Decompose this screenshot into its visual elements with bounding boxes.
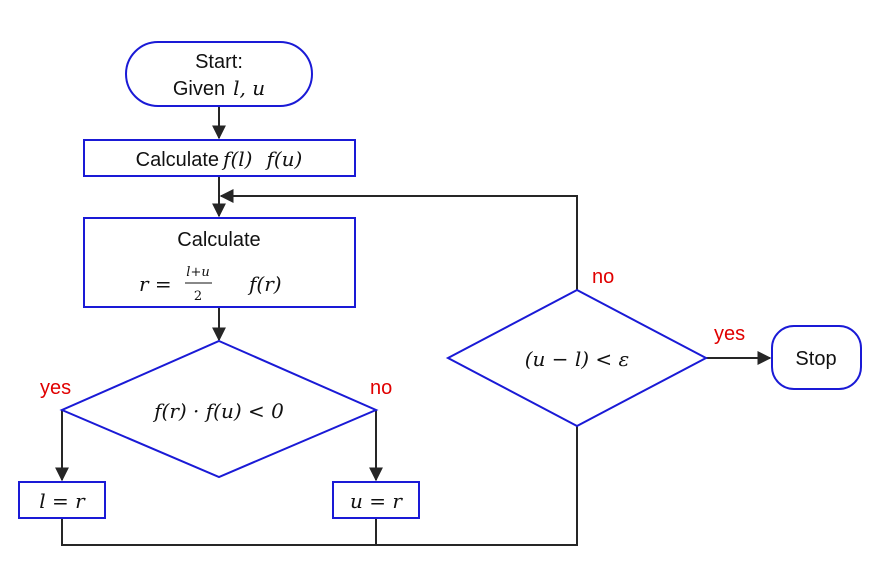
decision-tolerance-expr: (u − l) < ε: [525, 347, 630, 371]
start-given: Given l, u: [173, 76, 265, 100]
assign-l-box: l = r: [18, 481, 106, 519]
assign-u-box: u = r: [332, 481, 420, 519]
decision-tolerance-yes-label: yes: [714, 323, 745, 345]
decision-sign-yes-label: yes: [40, 377, 71, 399]
decision-sign-expr: f(r) · f(u) < 0: [152, 399, 284, 423]
line-merge-bottom: [61, 426, 578, 546]
assign-l-expr: l = r: [39, 489, 86, 513]
stop-label: Stop: [795, 348, 836, 370]
stop-terminator: Stop: [771, 325, 862, 390]
calc-f-of-u: f(u): [264, 147, 302, 171]
decision-sign-no-label: no: [370, 377, 392, 399]
arrow-loop-back: [219, 189, 578, 290]
start-given-word: Given: [173, 78, 225, 100]
calc-r-equals: r =: [139, 272, 172, 296]
calc-fl-fu-label: Calculate: [136, 149, 219, 171]
calc-r-box: Calculate r = l+u 2 f(r): [83, 217, 356, 308]
calc-r-label: Calculate: [177, 229, 260, 251]
start-terminator: Start: Given l, u: [125, 41, 313, 107]
calc-f-of-l: f(l): [221, 147, 252, 171]
calc-f-of-r: f(r): [247, 272, 282, 296]
decision-tolerance: (u − l) < ε: [445, 288, 709, 428]
start-given-vars: l, u: [233, 76, 265, 100]
start-title: Start:: [195, 51, 243, 73]
calc-r-denominator: 2: [194, 289, 202, 304]
connectors: [55, 106, 772, 546]
decision-tolerance-no-label: no: [592, 266, 614, 288]
calc-r-numerator: l+u: [186, 265, 209, 280]
assign-u-expr: u = r: [350, 489, 403, 513]
decision-sign: f(r) · f(u) < 0: [59, 339, 379, 479]
